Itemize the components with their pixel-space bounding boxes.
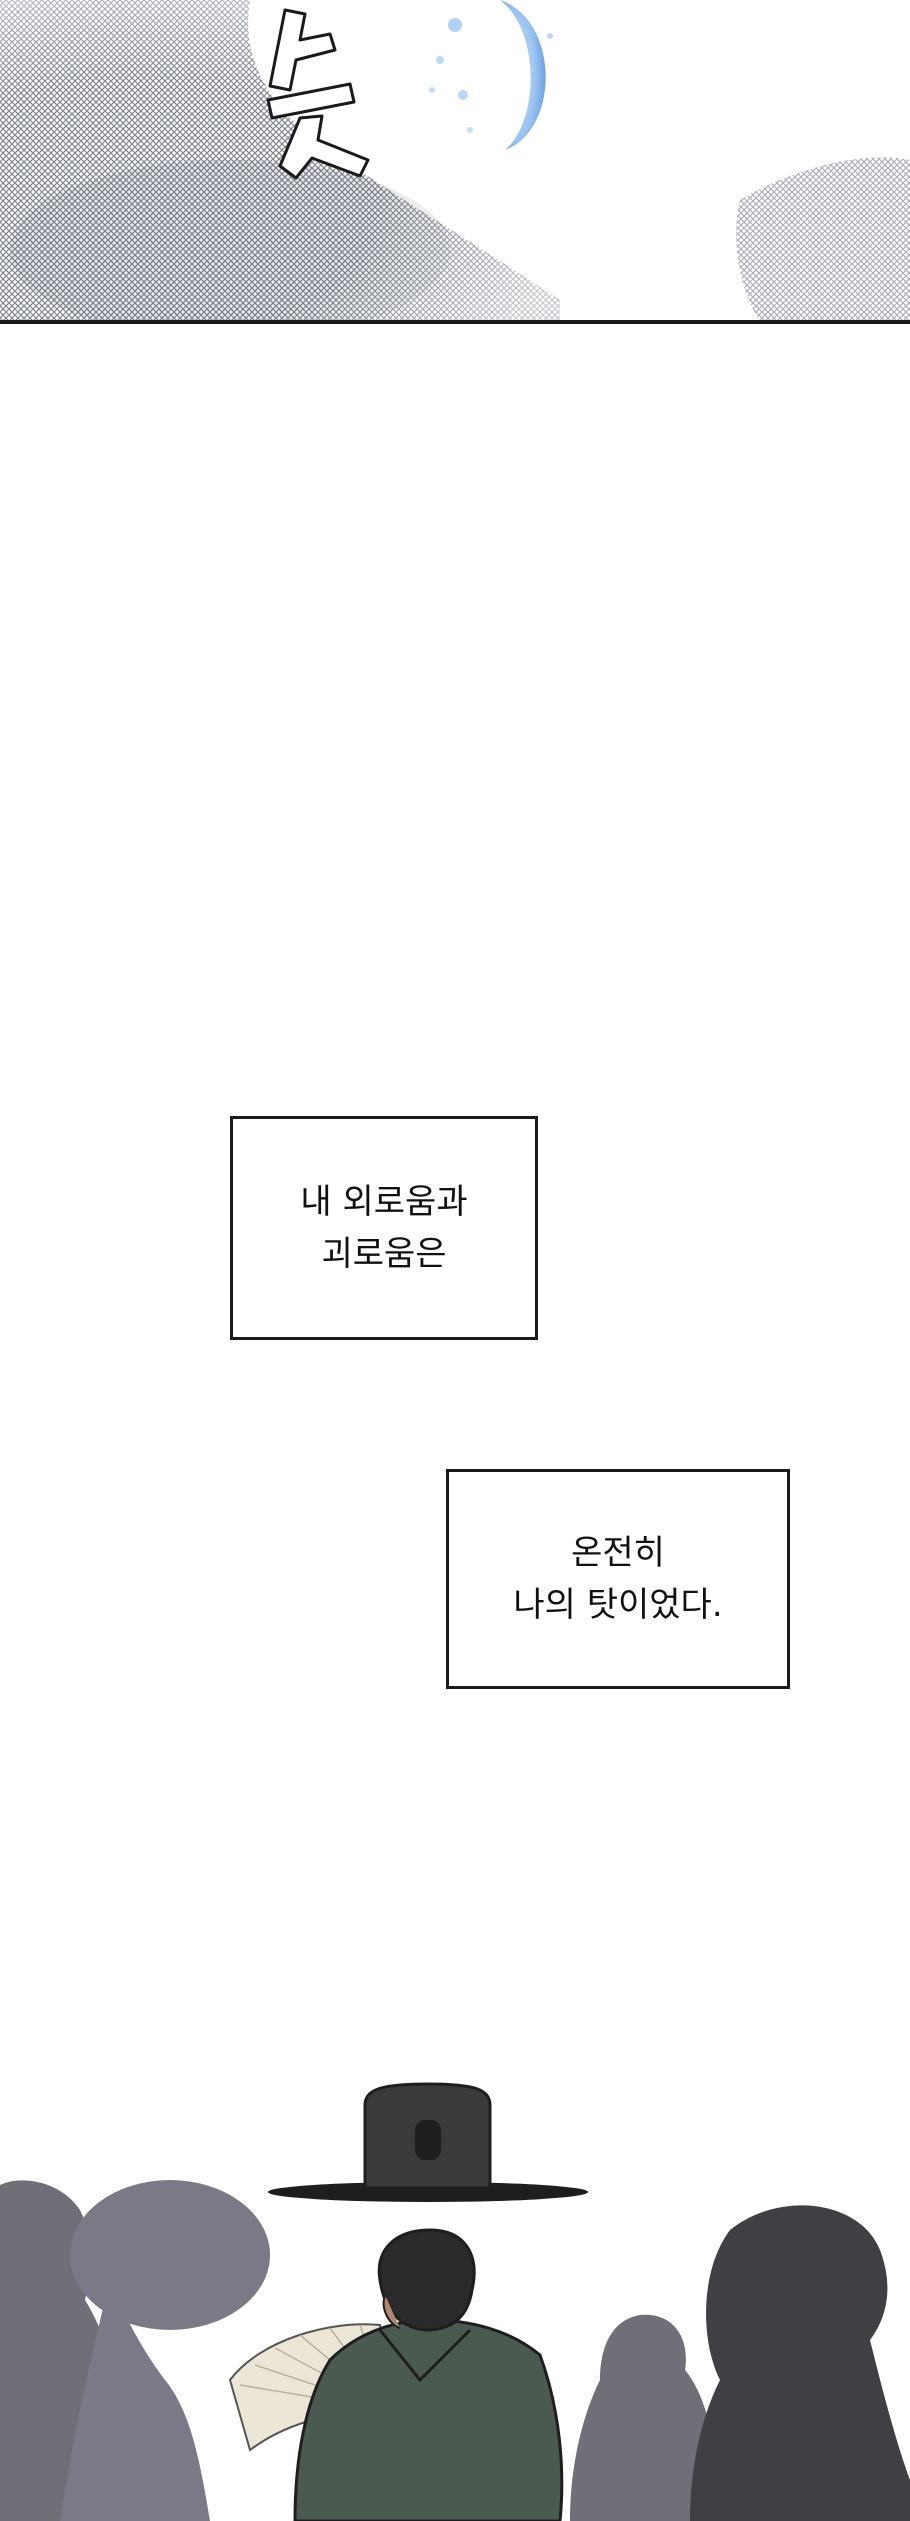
narration-caption-1: 내 외로움과 괴로움은 bbox=[230, 1116, 538, 1340]
caption-line: 나의 탓이었다. bbox=[513, 1585, 723, 1625]
crowd-silhouette-woman-right bbox=[690, 2205, 910, 2521]
sfx-lettering bbox=[266, 8, 370, 180]
caption-line: 괴로움은 bbox=[321, 1234, 447, 1274]
top-panel bbox=[0, 0, 910, 322]
panel-border bbox=[0, 320, 910, 324]
caption-line: 온전히 bbox=[571, 1533, 665, 1573]
man-in-gat bbox=[228, 2082, 588, 2521]
halftone-cloud-right bbox=[736, 157, 910, 322]
blue-moon bbox=[429, 0, 553, 150]
cloud-scene bbox=[0, 0, 910, 322]
narration-caption-2: 온전히 나의 탓이었다. bbox=[446, 1469, 790, 1689]
gat-brim bbox=[268, 2182, 588, 2202]
crowd-scene bbox=[0, 2082, 910, 2521]
bottom-panel bbox=[0, 2080, 910, 2521]
caption-line: 내 외로움과 bbox=[300, 1182, 468, 1222]
crowd-silhouette-woman-left bbox=[60, 2180, 270, 2521]
crowd-silhouette-right bbox=[570, 2314, 717, 2521]
